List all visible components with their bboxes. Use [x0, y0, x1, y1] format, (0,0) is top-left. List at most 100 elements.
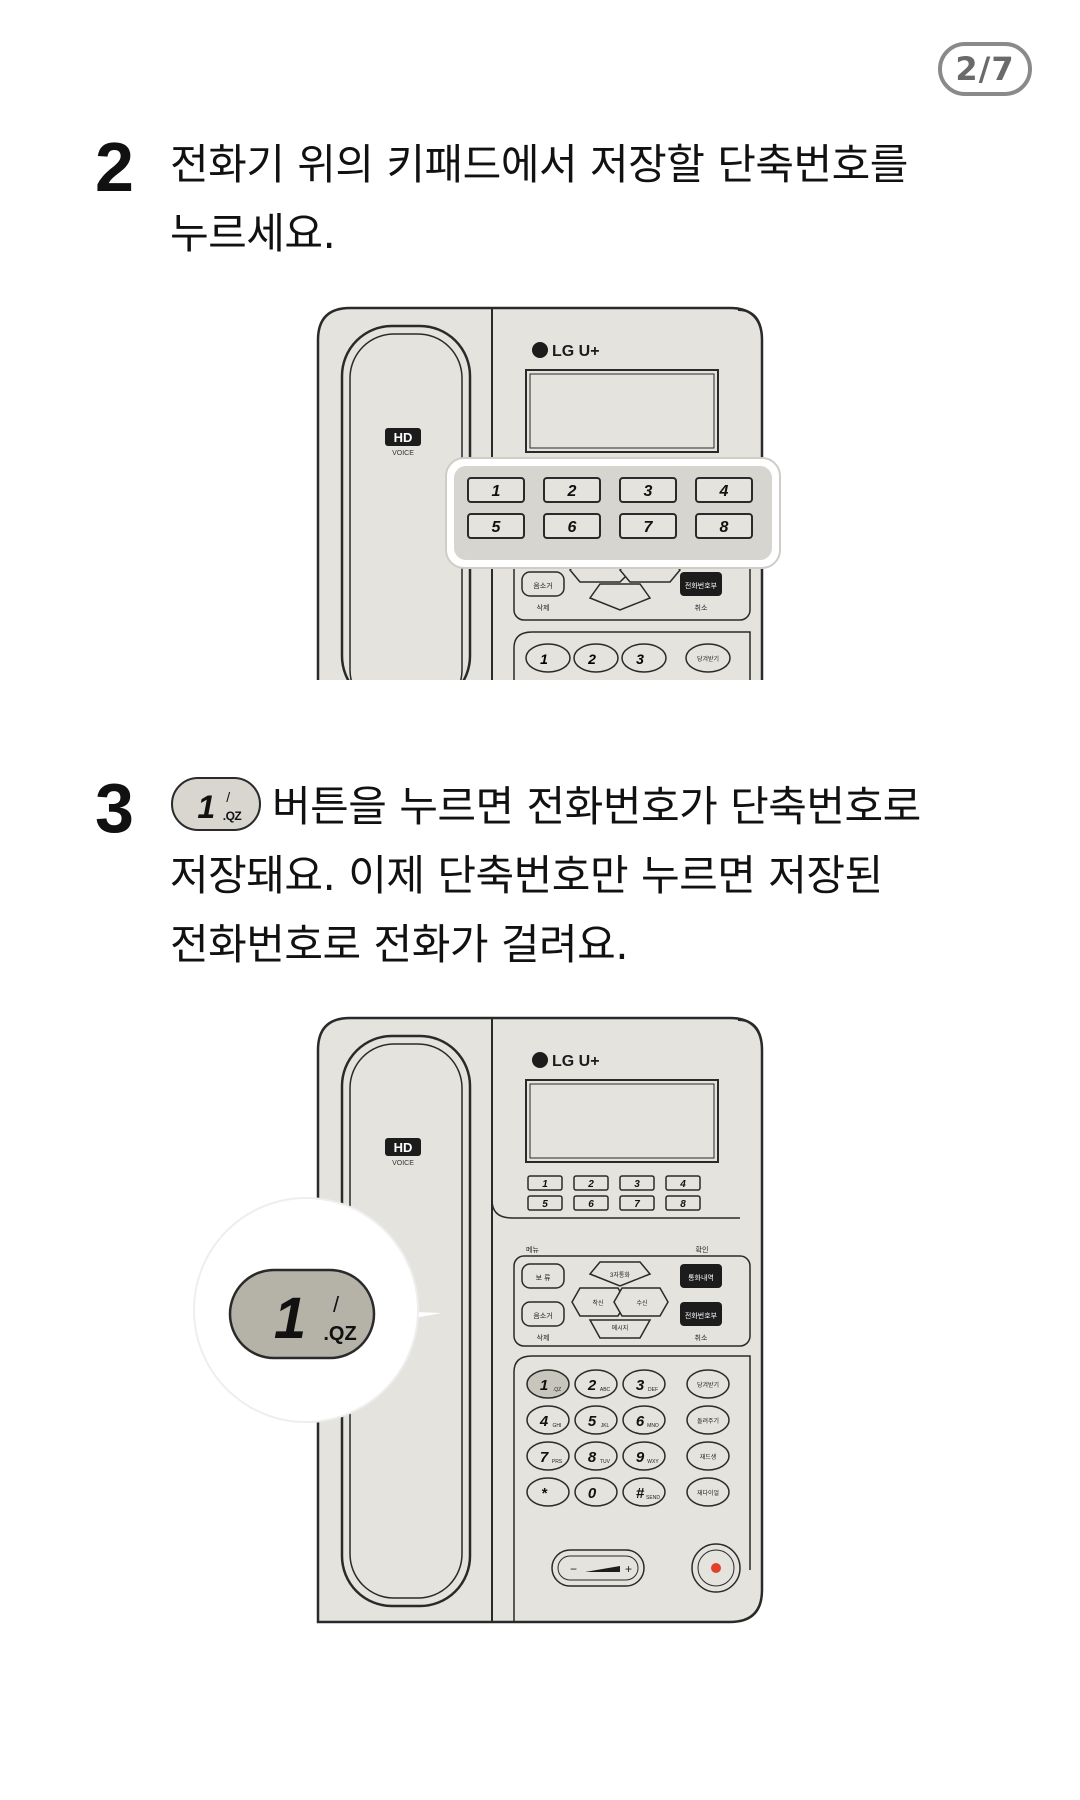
svg-text:취소: 취소	[695, 604, 708, 612]
keypad-key-digit: 6	[636, 1413, 645, 1430]
speed-dial-key-label: 3	[634, 1179, 640, 1190]
svg-text:/: /	[333, 1292, 340, 1317]
speaker-icon	[711, 1563, 721, 1573]
keypad-key[interactable]	[526, 1405, 570, 1435]
keypad-key[interactable]	[622, 1369, 666, 1399]
keypad-key-digit: 1	[540, 1377, 548, 1394]
svg-text:2: 2	[587, 651, 596, 667]
hd-logo: HD	[394, 430, 413, 445]
speed-dial-key[interactable]	[573, 1175, 609, 1191]
speed-dial-key[interactable]	[665, 1195, 701, 1211]
instruction-line: 저장돼요. 이제 단축번호만 누르면 저장된	[170, 851, 883, 900]
function-key-label: 돌려주기	[697, 1417, 719, 1425]
speed-dial-key-label: 5	[542, 1199, 548, 1210]
speed-dial-key[interactable]	[619, 1195, 655, 1211]
keypad-key-digit: 3	[636, 1377, 645, 1394]
svg-text:음소거: 음소거	[533, 1311, 552, 1320]
svg-text:3자통화: 3자통화	[610, 1271, 630, 1279]
speed-dial-key[interactable]	[619, 477, 677, 503]
speed-dial-key-label: 4	[719, 483, 729, 500]
speed-dial-key[interactable]	[467, 477, 525, 503]
hd-logo: HD	[394, 1140, 413, 1155]
speed-dial-key-label: 5	[492, 519, 502, 536]
keypad-key-digit: 7	[540, 1449, 549, 1466]
function-key[interactable]	[686, 1405, 730, 1435]
lcd-display	[525, 369, 719, 453]
speed-dial-key-label: 3	[644, 483, 653, 500]
keypad-key[interactable]	[622, 1441, 666, 1471]
voice-label: VOICE	[392, 1160, 414, 1167]
keypad-key-digit: *	[541, 1485, 548, 1502]
lg-logo-icon	[532, 1052, 548, 1068]
svg-text:음소거: 음소거	[533, 581, 552, 590]
function-key[interactable]	[686, 1441, 730, 1471]
function-key-label: 당겨받기	[697, 1381, 719, 1389]
speed-dial-key[interactable]	[665, 1175, 701, 1191]
speed-dial-key-label: 1	[542, 1179, 548, 1190]
brand-label: LG U+	[552, 1053, 600, 1070]
keypad-key-letters: JKL	[601, 1423, 610, 1429]
function-key[interactable]	[686, 1477, 730, 1507]
svg-text:삭제: 삭제	[537, 603, 550, 612]
speed-dial-key[interactable]	[467, 513, 525, 539]
keypad-key[interactable]	[574, 1369, 618, 1399]
keypad-key-digit: 5	[588, 1413, 597, 1430]
svg-text:1: 1	[540, 651, 548, 667]
instruction-line-1: 1 / .QZ 버튼을 누르면 전화번호가 단축번호로	[170, 772, 921, 841]
speed-dial-key-label: 7	[644, 519, 654, 536]
svg-text:삭제: 삭제	[537, 1333, 550, 1342]
speed-dial-key-label: 1	[492, 483, 501, 500]
speed-dial-key-label: 8	[680, 1199, 686, 1210]
keypad-key-digit: 4	[539, 1413, 549, 1430]
keypad-key-digit: 8	[588, 1449, 597, 1466]
keypad-key[interactable]	[574, 1405, 618, 1435]
keypad-key-digit: 2	[587, 1377, 597, 1394]
zoomed-speed-key	[228, 1268, 376, 1360]
speed-dial-key[interactable]	[527, 1195, 563, 1211]
function-key[interactable]	[686, 1369, 730, 1399]
speed-dial-key[interactable]	[543, 477, 601, 503]
function-key-label: 재다이얼	[697, 1489, 719, 1497]
keypad-key-digit: 0	[588, 1485, 597, 1502]
speed-dial-key[interactable]	[695, 513, 753, 539]
volume-key	[551, 1549, 645, 1587]
speed-dial-key[interactable]	[527, 1175, 563, 1191]
svg-text:전화번호부: 전화번호부	[685, 581, 718, 590]
keypad-key[interactable]	[622, 1405, 666, 1435]
svg-text:+: +	[625, 1562, 632, 1576]
speed-dial-key[interactable]	[695, 477, 753, 503]
keypad-key-digit: #	[636, 1485, 645, 1502]
svg-text:통화내역: 통화내역	[688, 1273, 714, 1282]
speed-dial-key-label: 6	[568, 519, 577, 536]
speed-dial-key[interactable]	[543, 513, 601, 539]
speed-dial-key-label: 7	[634, 1199, 640, 1210]
keypad-key-digit: 9	[636, 1449, 645, 1466]
keypad-key[interactable]	[622, 1477, 666, 1507]
keypad-key-letters: TUV	[600, 1459, 611, 1465]
keypad-key[interactable]	[574, 1441, 618, 1471]
speed-dial-key-label: 8	[720, 519, 729, 536]
keypad-key[interactable]	[526, 1477, 570, 1507]
keypad-key[interactable]	[526, 1441, 570, 1471]
speed-dial-key[interactable]	[619, 1175, 655, 1191]
step-instruction: 1 / .QZ 버튼을 누르면 전화번호가 단축번호로 저장돼요. 이제 단축번…	[170, 772, 921, 979]
svg-text:보 류: 보 류	[536, 1274, 551, 1282]
svg-text:1: 1	[274, 1286, 306, 1351]
svg-text:.QZ: .QZ	[323, 1323, 356, 1345]
keypad-key[interactable]	[574, 1477, 618, 1507]
svg-text:1: 1	[197, 789, 214, 825]
instruction-line: 전화번호로 전화가 걸려요.	[170, 920, 629, 969]
speed-dial-key[interactable]	[619, 513, 677, 539]
svg-text:3: 3	[636, 651, 644, 667]
speed-key-1-icon: 1 / .QZ	[171, 776, 261, 831]
step-number: 3	[95, 769, 134, 847]
speed-dial-key[interactable]	[573, 1195, 609, 1211]
keypad-key-letters: DEF	[648, 1387, 658, 1393]
speed-dial-key-label: 6	[588, 1199, 594, 1210]
svg-text:/: /	[226, 789, 230, 805]
keypad-key-letters: SEND	[646, 1495, 660, 1501]
keypad-key-letters: ABC	[600, 1387, 611, 1393]
lcd-display	[525, 1079, 719, 1163]
keypad-key[interactable]	[526, 1369, 570, 1399]
